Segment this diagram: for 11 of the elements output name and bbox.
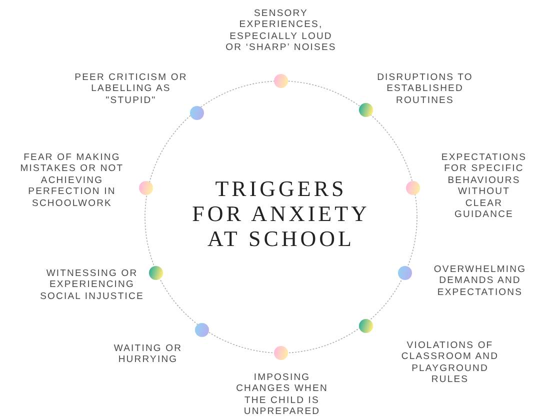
diagram-title: TRIGGERS FOR ANXIETY AT SCHOOL xyxy=(191,176,371,251)
trigger-label: WITNESSING OR EXPERIENCING SOCIAL INJUSTICE xyxy=(39,268,145,302)
trigger-label: DISRUPTIONS TO ESTABLISHED ROUTINES xyxy=(376,72,474,106)
trigger-label: VIOLATIONS OF CLASSROOM AND PLAYGROUND RULES xyxy=(400,340,500,386)
trigger-label: OVERWHELMING DEMANDS AND EXPECTATIONS xyxy=(432,264,528,298)
trigger-label: WAITING OR HURRYING xyxy=(112,343,184,366)
trigger-label: IMPOSING CHANGES WHEN THE CHILD IS UNPREPARED xyxy=(235,372,329,417)
trigger-label: EXPECTATIONS FOR SPECIFIC BEHAVIOURS WITHOUT CLEAR GUIDANCE xyxy=(440,152,528,220)
trigger-label: SENSORY EXPERIENCES, ESPECIALLY LOUD OR ‘SHARP’ NOISES xyxy=(224,8,338,54)
trigger-label: FEAR OF MAKING MISTAKES OR NOT ACHIEVING PERFECTION IN SCHOOLWORK xyxy=(19,152,125,210)
trigger-label: PEER CRITICISM OR LABELLING AS "STUPID" xyxy=(74,72,188,106)
